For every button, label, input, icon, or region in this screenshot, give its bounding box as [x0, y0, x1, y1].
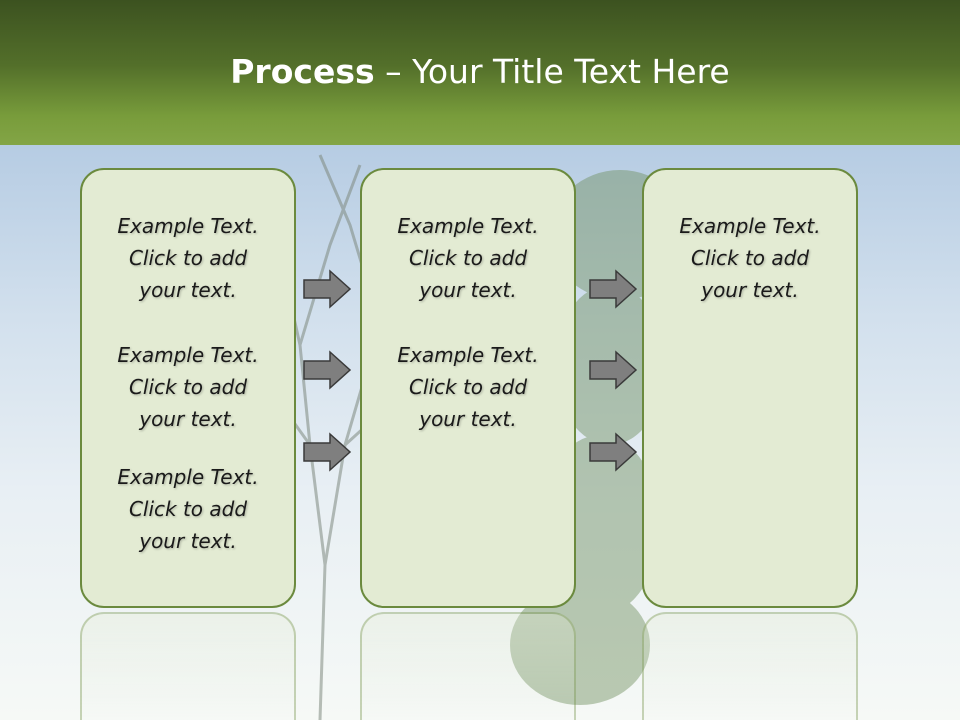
title-bar: Process – Your Title Text Here	[0, 0, 960, 145]
text-placeholder[interactable]: Example Text. Click to add your text.	[362, 339, 574, 435]
text-line: your text.	[139, 407, 237, 431]
text-line: your text.	[419, 407, 517, 431]
text-line: Example Text.	[117, 343, 259, 367]
right-arrow-icon[interactable]	[588, 350, 638, 390]
panel-reflection-3	[642, 612, 858, 720]
text-line: Example Text.	[397, 214, 539, 238]
text-placeholder[interactable]: Example Text. Click to add your text.	[644, 210, 856, 306]
text-line: Click to add	[408, 375, 528, 399]
text-line: Example Text.	[397, 343, 539, 367]
text-line: your text.	[419, 278, 517, 302]
text-line: your text.	[139, 529, 237, 553]
text-placeholder[interactable]: Example Text. Click to add your text.	[362, 210, 574, 306]
right-arrow-icon[interactable]	[302, 269, 352, 309]
panel-reflection-2	[360, 612, 576, 720]
title-bold: Process	[230, 52, 375, 91]
slide-title[interactable]: Process – Your Title Text Here	[0, 52, 960, 91]
right-arrow-icon[interactable]	[588, 269, 638, 309]
process-panel-1[interactable]: Example Text. Click to add your text. Ex…	[80, 168, 296, 608]
text-line: Click to add	[690, 246, 810, 270]
text-line: Click to add	[128, 497, 248, 521]
right-arrow-icon[interactable]	[302, 350, 352, 390]
panel-reflection-1	[80, 612, 296, 720]
text-placeholder[interactable]: Example Text. Click to add your text.	[82, 339, 294, 435]
text-line: your text.	[701, 278, 799, 302]
text-line: Click to add	[128, 246, 248, 270]
text-line: Example Text.	[117, 465, 259, 489]
title-rest: – Your Title Text Here	[374, 52, 730, 91]
text-line: Example Text.	[117, 214, 259, 238]
process-panel-3[interactable]: Example Text. Click to add your text.	[642, 168, 858, 608]
text-line: Click to add	[128, 375, 248, 399]
text-line: Example Text.	[679, 214, 821, 238]
right-arrow-icon[interactable]	[588, 432, 638, 472]
process-panel-2[interactable]: Example Text. Click to add your text. Ex…	[360, 168, 576, 608]
text-placeholder[interactable]: Example Text. Click to add your text.	[82, 210, 294, 306]
text-placeholder[interactable]: Example Text. Click to add your text.	[82, 461, 294, 557]
right-arrow-icon[interactable]	[302, 432, 352, 472]
text-line: Click to add	[408, 246, 528, 270]
text-line: your text.	[139, 278, 237, 302]
